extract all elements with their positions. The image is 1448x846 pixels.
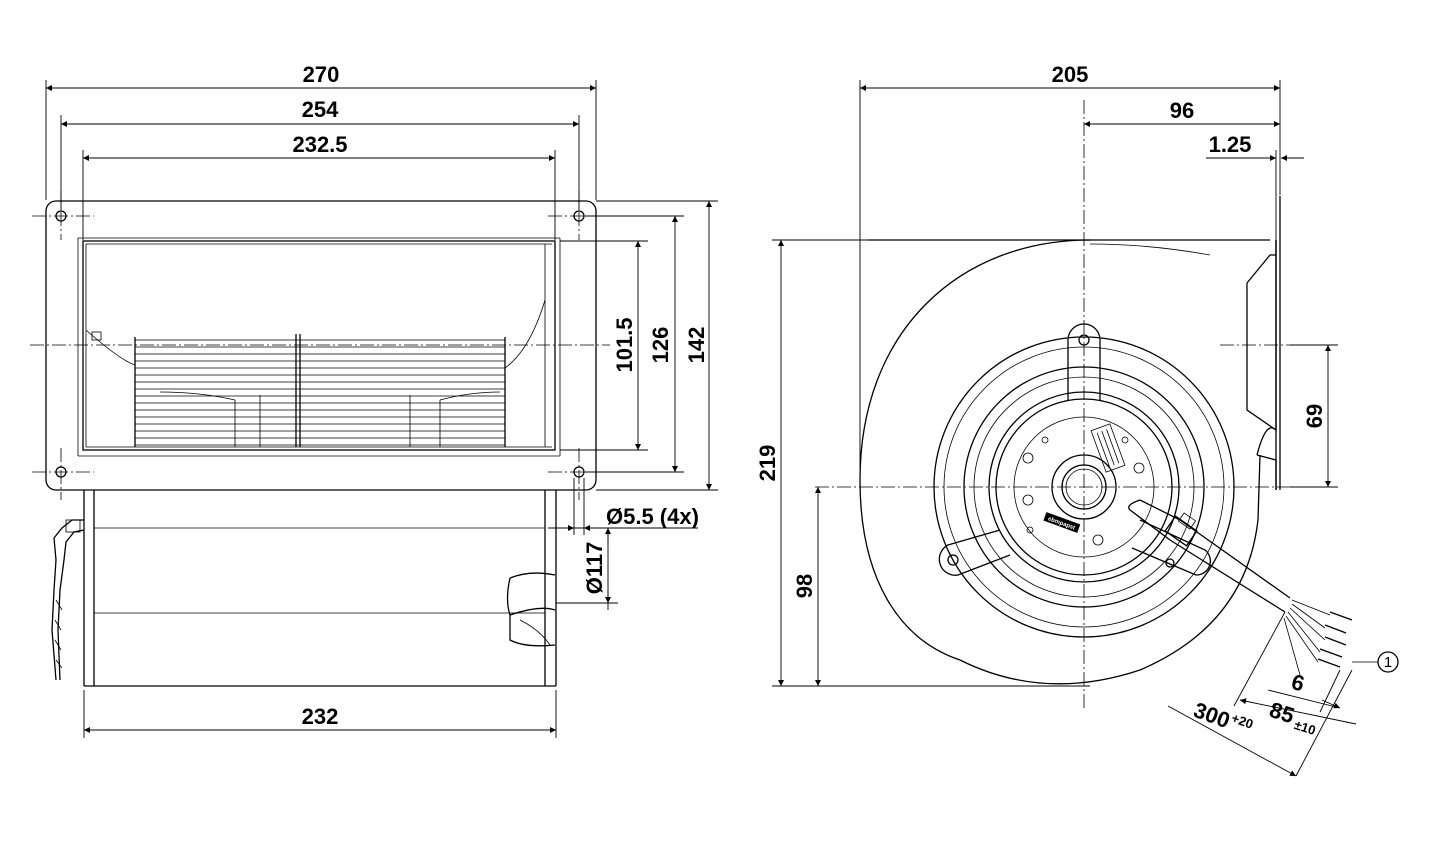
- dim-232-5-label: 232.5: [292, 132, 347, 157]
- impeller-blades: [135, 339, 505, 446]
- mounting-arms: [938, 323, 1211, 576]
- dim-strip-length-label: 6: [1289, 669, 1307, 696]
- dim-lead-length-label: 85: [1266, 697, 1297, 728]
- dim-cable-length-label: 300: [1190, 697, 1233, 733]
- mounting-holes: [55, 210, 585, 478]
- dim-254-label: 254: [302, 97, 339, 122]
- dim-126-label: 126: [648, 327, 673, 364]
- scroll-housing: [1256, 240, 1277, 490]
- dim-205-label: 205: [1052, 62, 1089, 87]
- inlet-ring: [506, 572, 556, 647]
- cable-length-dimensions: [1167, 611, 1357, 777]
- dim-69-label: 69: [1302, 404, 1327, 428]
- dim-142-label: 142: [684, 327, 709, 364]
- dim-101-5-label: 101.5: [612, 317, 637, 372]
- dim-232-label: 232: [302, 704, 339, 729]
- outlet-opening: [82, 240, 556, 451]
- dim-98-label: 98: [792, 574, 817, 598]
- dim-270-label: 270: [303, 62, 340, 87]
- callout-number: 1: [1384, 654, 1392, 671]
- dim-hole-diameter-label: Ø5.5 (4x): [606, 504, 699, 529]
- dim-inlet-diameter-label: Ø117: [582, 542, 607, 595]
- housing-body: [83, 490, 557, 687]
- dim-219-label: 219: [755, 445, 780, 482]
- dim-lead-tolerance: ±10: [1292, 717, 1317, 738]
- cable-assembly: [51, 519, 85, 681]
- dim-96-label: 96: [1170, 98, 1194, 123]
- mounting-flange: [45, 200, 597, 491]
- dim-cable-tolerance: +20: [1229, 710, 1255, 732]
- dim-1-25-label: 1.25: [1209, 132, 1252, 157]
- side-view: ebmpapst 205: [755, 62, 1399, 777]
- front-view: 270 254 232.5 101.5 126 142 Ø5.5 (4x): [30, 62, 718, 738]
- cable-assembly: [1128, 499, 1353, 676]
